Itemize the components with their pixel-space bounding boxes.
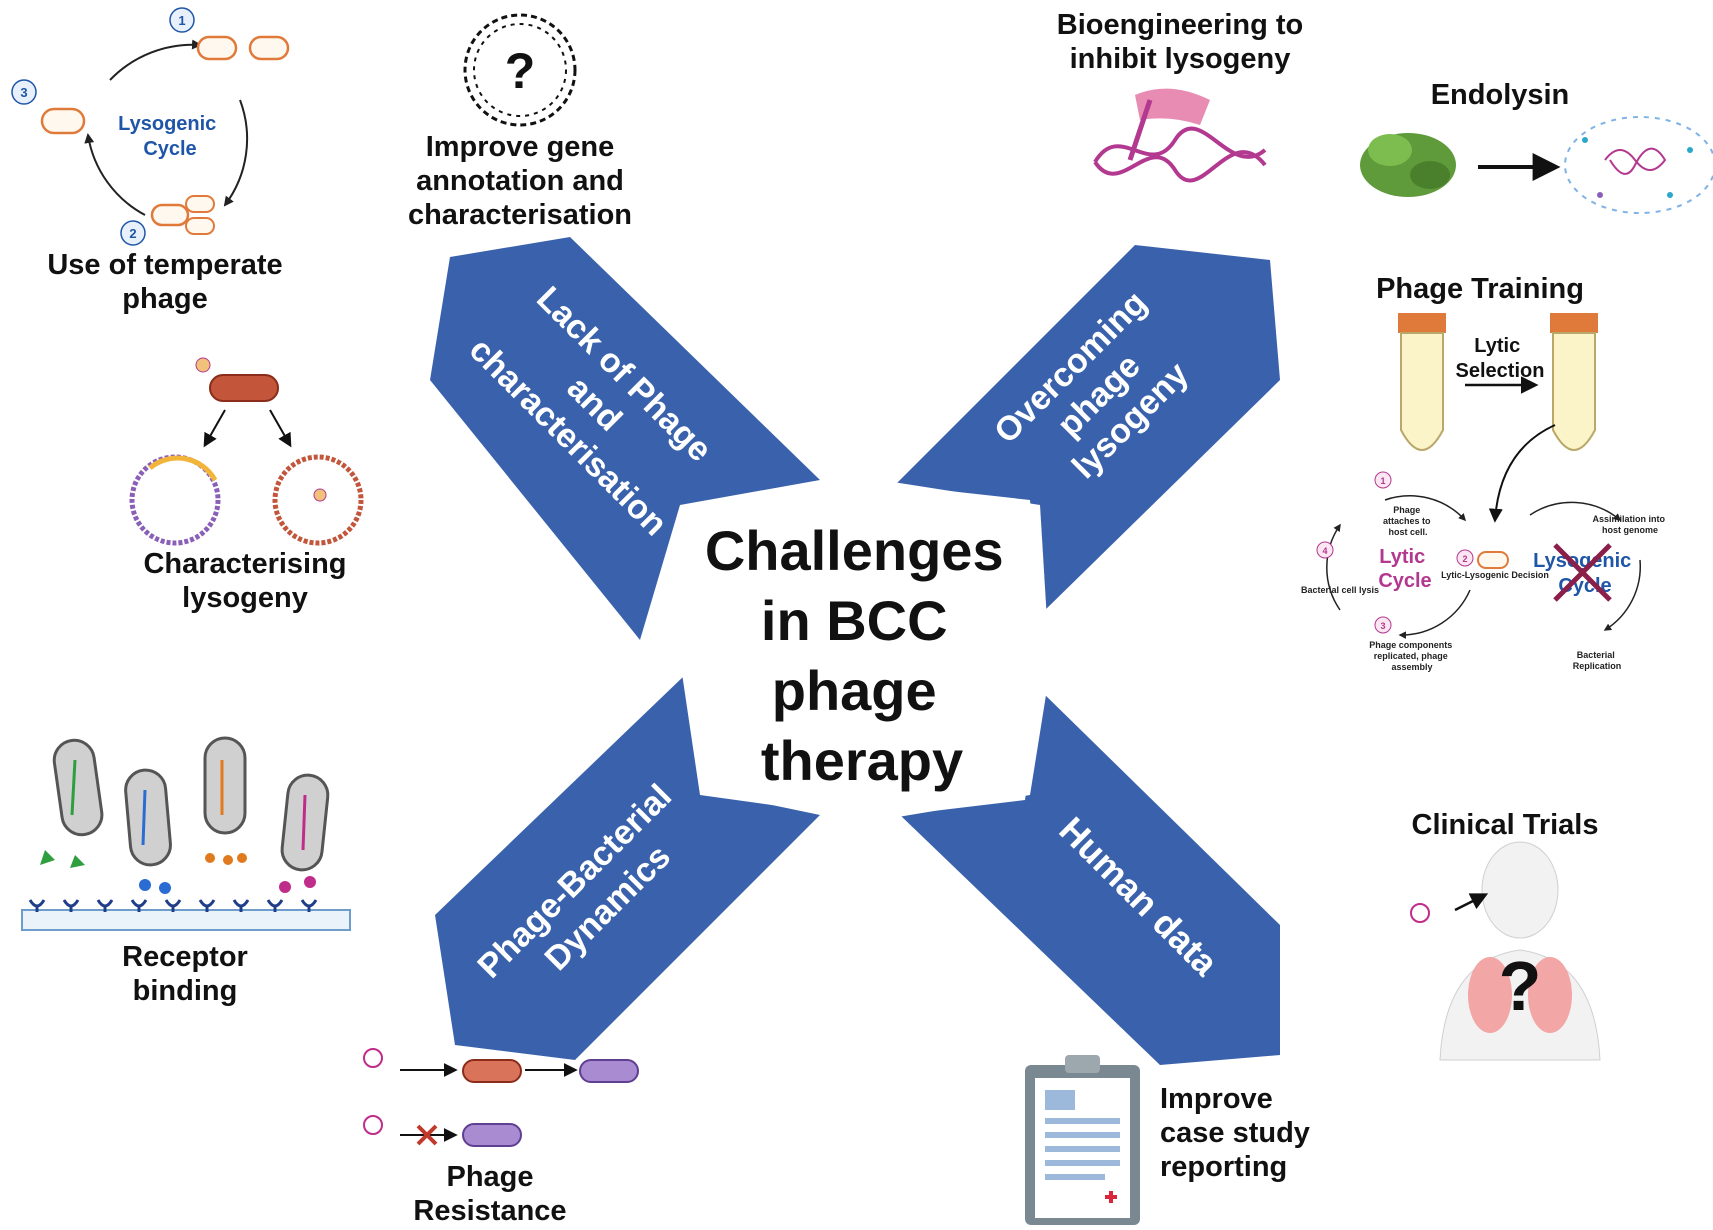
receptor-line2: binding — [132, 975, 238, 1007]
bioengineering-line1: Bioengineering to — [1056, 9, 1304, 41]
replicate-text-3: assembly — [1391, 662, 1432, 672]
phage-resistance-illustration — [363, 1048, 639, 1147]
lysogenic-step-3: 3 — [20, 85, 27, 100]
lytic-cycle-title-2: Cycle — [1378, 570, 1431, 592]
dna-question-mark: ? — [505, 43, 536, 99]
phage-training-text: Phage Training — [1376, 273, 1584, 305]
resistance-line1: Phage — [446, 1161, 534, 1193]
temperate-line2: phage — [122, 283, 208, 315]
center-title-line1: Challenges — [705, 519, 1004, 582]
clinical-text: Clinical Trials — [1411, 809, 1599, 841]
assimilation-text-2: host genome — [1602, 525, 1658, 535]
svg-text:Phage attaches to: Phage attaches to host cell. — [1383, 505, 1433, 537]
lysogenic-cycle-title-2: Cycle — [143, 138, 196, 160]
lytic-cycle-title-1: Lytic — [1379, 546, 1425, 568]
label-phage-training: Phage Training — [1355, 272, 1605, 306]
characterising-line1: Characterising — [143, 548, 347, 580]
center-title-line4: therapy — [761, 729, 963, 792]
lytic-step-2: 2 — [1462, 554, 1467, 564]
clipboard-icon — [1025, 1055, 1140, 1225]
svg-text:Bacterial Replication: Bacterial Replication — [1573, 650, 1622, 671]
case-study-line2: case study — [1160, 1117, 1310, 1149]
svg-text:Lysogenic Cycle: Lysogenic Cycle — [118, 113, 222, 160]
temperate-line1: Use of temperate — [47, 249, 283, 281]
replicate-text-2: replicated, phage — [1374, 651, 1448, 661]
replication-text-2: Replication — [1573, 661, 1622, 671]
attach-text-1: Phage — [1393, 505, 1420, 515]
clinical-question-mark: ? — [1499, 947, 1542, 1025]
lytic-step-3: 3 — [1380, 621, 1385, 631]
label-use-of-temperate-phage: Use of temperate phage — [30, 248, 300, 316]
bioengineering-icon — [1093, 88, 1267, 183]
replicate-text-1: Phage components — [1369, 640, 1452, 650]
label-phage-resistance: Phage Resistance — [390, 1160, 590, 1228]
lytic-selection-2: Selection — [1456, 360, 1545, 382]
endolysin-text: Endolysin — [1430, 79, 1570, 111]
lytic-step-4: 4 — [1322, 546, 1327, 556]
case-study-line1: Improve — [1160, 1083, 1273, 1115]
characterising-line2: lysogeny — [182, 582, 308, 614]
lysogenic-crossed-title-1: Lysogenic — [1533, 550, 1631, 572]
lysogenic-step-1: 1 — [178, 13, 185, 28]
attach-text-3: host cell. — [1388, 527, 1427, 537]
receptor-binding-illustration — [21, 736, 351, 931]
endolysin-icon — [1360, 116, 1713, 214]
lysogenic-step-2: 2 — [129, 226, 136, 241]
label-characterising-lysogeny: Characterising lysogeny — [120, 547, 370, 615]
arm-top-left: Lack of Phage and characterisation — [430, 237, 820, 640]
label-case-study-reporting: Improve case study reporting — [1160, 1082, 1340, 1184]
dna-question-icon: ? — [463, 13, 577, 127]
lysis-text: Bacterial cell lysis — [1301, 585, 1379, 595]
receptor-line1: Receptor — [122, 941, 248, 973]
annotation-line3: characterisation — [407, 199, 633, 231]
lysogenic-cycle-title-1: Lysogenic — [118, 113, 216, 135]
case-study-line3: reporting — [1160, 1151, 1288, 1183]
assimilation-text-1: Assimilation into — [1592, 514, 1665, 524]
annotation-line1: Improve gene — [425, 131, 615, 163]
center-title: Challenges in BCC phage therapy — [705, 519, 1019, 792]
center-hexagon — [680, 480, 1050, 820]
svg-text:Lytic Cycle: Lytic Cycle — [1378, 546, 1431, 592]
resistance-line2: Resistance — [413, 1195, 567, 1227]
center-title-line3: phage — [772, 659, 937, 722]
attach-text-2: attaches to — [1383, 516, 1431, 526]
replication-text-1: Bacterial — [1577, 650, 1615, 660]
phage-training-illustration: Lytic Selection Lytic Cycle Phage attach… — [1301, 313, 1667, 672]
label-bioengineering: Bioengineering to inhibit lysogeny — [1040, 8, 1320, 76]
center-title-line2: in BCC — [761, 589, 948, 652]
annotation-line2: annotation and — [416, 165, 624, 197]
arm-top-right: Overcoming phage lysogeny — [895, 245, 1280, 615]
svg-text:Lytic Selection: Lytic Selection — [1456, 335, 1545, 382]
label-receptor-binding: Receptor binding — [80, 940, 290, 1008]
characterising-lysogeny-icon — [129, 357, 364, 546]
svg-text:Phage components replica: Phage components replicated, phage assem… — [1369, 640, 1455, 672]
svg-text:Assimilation into host g: Assimilation into host genome — [1592, 514, 1667, 535]
label-improve-gene-annotation: Improve gene annotation and characterisa… — [390, 130, 650, 232]
lysogenic-cycle-illustration: Lysogenic Cycle 1 2 3 — [11, 7, 290, 246]
lytic-step-1: 1 — [1380, 476, 1385, 486]
label-endolysin: Endolysin — [1400, 78, 1600, 112]
decision-text: Lytic-Lysogenic Decision — [1441, 570, 1549, 580]
bioengineering-line2: inhibit lysogeny — [1069, 43, 1291, 75]
lytic-selection-1: Lytic — [1474, 335, 1520, 357]
clinical-trials-illustration: ? — [1410, 841, 1601, 1061]
label-clinical-trials: Clinical Trials — [1380, 808, 1630, 842]
